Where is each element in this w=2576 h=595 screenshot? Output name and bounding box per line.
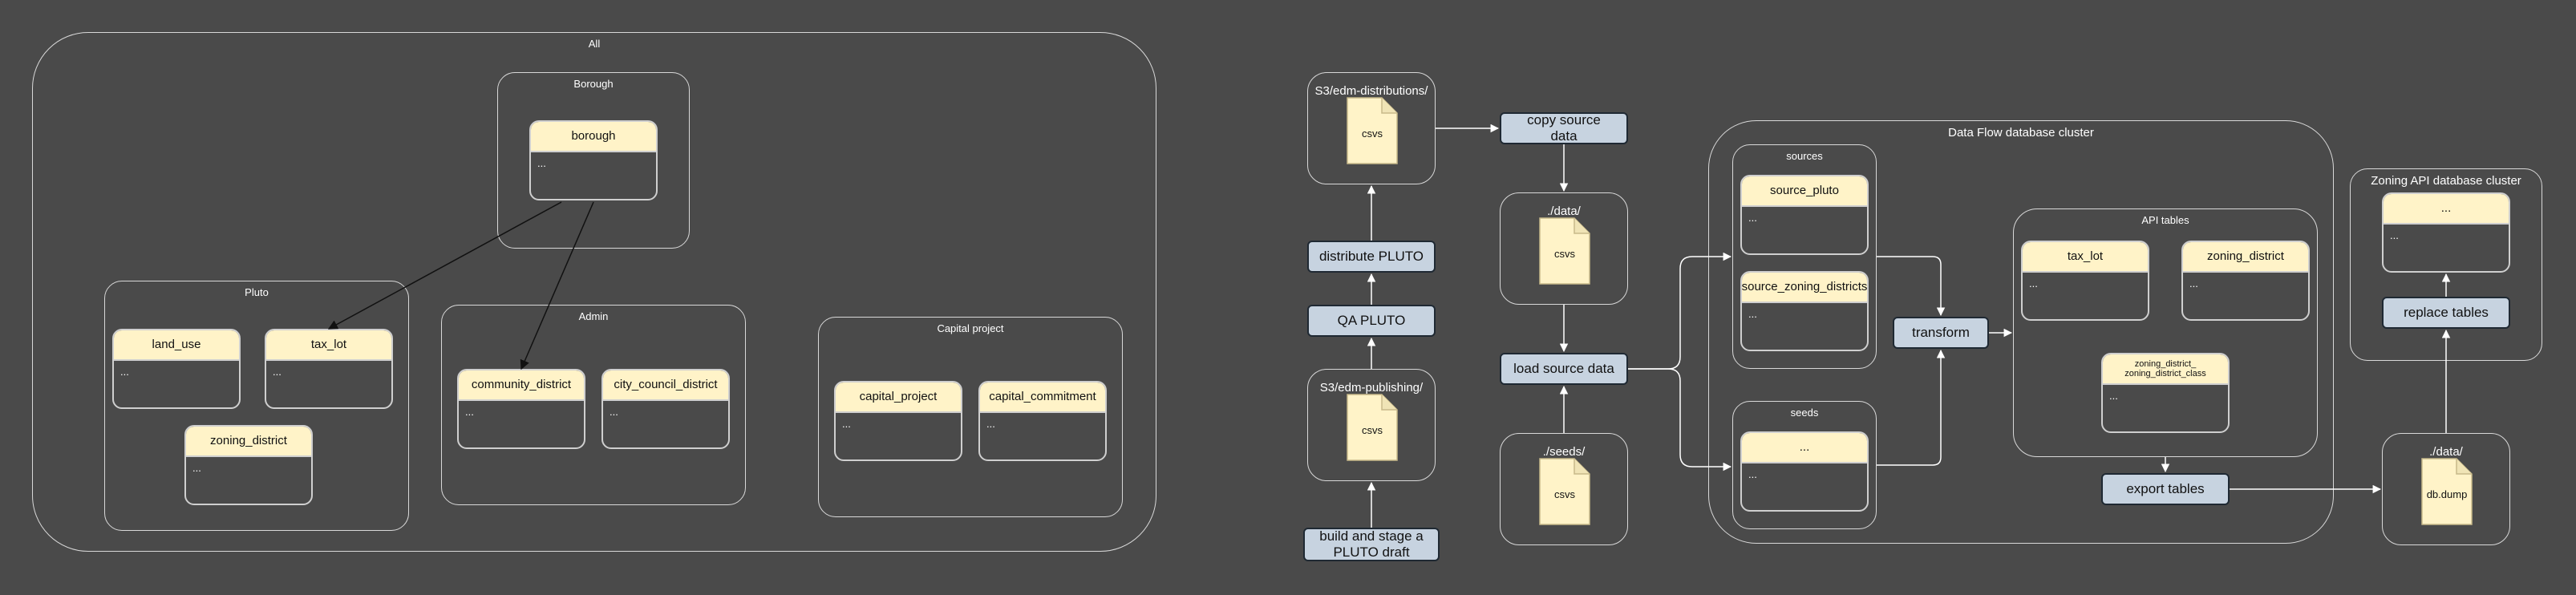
storage-s3-publishing: S3/edm-publishing/ csvs	[1307, 369, 1436, 481]
group-capital-project: Capital project	[818, 317, 1123, 517]
table-header: source_pluto	[1742, 176, 1867, 207]
table-zoning-api: ... ...	[2382, 192, 2510, 273]
table-capital-commitment: capital_commitment ...	[978, 381, 1107, 461]
table-header: tax_lot	[2023, 242, 2148, 273]
storage-label: ./data/	[1547, 204, 1581, 218]
table-borough: borough ...	[529, 120, 658, 200]
file-icon: csvs	[1539, 458, 1590, 525]
table-body: ...	[273, 366, 281, 378]
table-community-district: community_district ...	[457, 369, 585, 449]
process-replace-tables: replace tables	[2382, 297, 2510, 329]
zapi-cluster-label: Zoning API database cluster	[2371, 174, 2521, 188]
table-body: ...	[610, 406, 618, 418]
cluster-label: Data Flow database cluster	[1948, 126, 2094, 140]
table-api-zoning-district-class: zoning_district_ zoning_district_class .…	[2101, 353, 2230, 433]
table-city-council-district: city_council_district ...	[601, 369, 730, 449]
table-header: ...	[1742, 433, 1867, 463]
table-body: ...	[1748, 212, 1757, 224]
file-icon: csvs	[1347, 394, 1398, 461]
table-header: capital_project	[836, 382, 961, 413]
table-header: borough	[531, 122, 656, 152]
table-body: ...	[120, 366, 129, 378]
process-build-stage: build and stage a PLUTO draft	[1303, 528, 1440, 561]
storage-data-dir: ./data/ csvs	[1500, 192, 1628, 305]
table-body: ...	[842, 418, 851, 430]
file-icon: csvs	[1347, 97, 1398, 164]
process-export-tables: export tables	[2101, 473, 2230, 505]
table-header: zoning_district	[2183, 242, 2308, 273]
table-body: ...	[2029, 277, 2038, 289]
file-icon: db.dump	[2421, 458, 2473, 525]
process-qa-pluto: QA PLUTO	[1307, 305, 1436, 337]
group-all: All	[32, 32, 1156, 552]
table-header: community_district	[459, 370, 584, 401]
group-admin-label: Admin	[578, 310, 609, 322]
group-api-tables: API tables	[2013, 208, 2318, 457]
storage-seeds-dir: ./seeds/ csvs	[1500, 433, 1628, 545]
table-api-tax-lot: tax_lot ...	[2021, 241, 2149, 321]
process-copy-source-data: copy source data	[1500, 112, 1628, 144]
table-tax-lot: tax_lot ...	[265, 329, 393, 409]
file-label: csvs	[1362, 128, 1383, 140]
table-header: zoning_district_ zoning_district_class	[2103, 354, 2228, 385]
process-distribute-pluto: distribute PLUTO	[1307, 241, 1436, 273]
group-seeds: seeds	[1732, 401, 1877, 529]
table-capital-project: capital_project ...	[834, 381, 962, 461]
group-all-label: All	[588, 38, 601, 50]
group-api-label: API tables	[2141, 214, 2189, 226]
table-header: ...	[2384, 194, 2509, 225]
table-source-zoning-districts: source_zoning_districts ...	[1740, 271, 1869, 351]
table-body: ...	[192, 462, 201, 474]
table-body: ...	[465, 406, 474, 418]
table-body: ...	[2390, 229, 2399, 241]
file-label: csvs	[1554, 248, 1575, 260]
table-header: capital_commitment	[980, 382, 1105, 413]
file-label: csvs	[1554, 488, 1575, 500]
table-land-use: land_use ...	[112, 329, 241, 409]
storage-label: S3/edm-distributions/	[1314, 84, 1428, 98]
process-transform: transform	[1893, 317, 1989, 349]
table-api-zoning-district: zoning_district ...	[2181, 241, 2310, 321]
group-pluto-label: Pluto	[245, 286, 269, 298]
table-body: ...	[2109, 390, 2118, 402]
table-body: ...	[2189, 277, 2198, 289]
table-header: land_use	[114, 330, 239, 361]
table-body: ...	[537, 157, 546, 169]
table-header: city_council_district	[603, 370, 728, 401]
file-label: db.dump	[2426, 488, 2468, 500]
group-sources-label: sources	[1786, 150, 1823, 162]
storage-dump-dir: ./data/ db.dump	[2382, 433, 2510, 545]
storage-label: ./data/	[2429, 445, 2463, 459]
table-header: zoning_district	[186, 427, 311, 457]
table-header: source_zoning_districts	[1742, 273, 1867, 303]
table-body: ...	[986, 418, 995, 430]
storage-s3-distributions: S3/edm-distributions/ csvs	[1307, 72, 1436, 184]
table-seeds: ... ...	[1740, 431, 1869, 512]
table-header: tax_lot	[266, 330, 391, 361]
group-borough-label: Borough	[573, 78, 614, 90]
process-load-source-data: load source data	[1500, 353, 1628, 385]
storage-label: S3/edm-publishing/	[1319, 381, 1424, 395]
file-label: csvs	[1362, 424, 1383, 436]
group-sources: sources	[1732, 144, 1877, 369]
table-zoning-district: zoning_district ...	[184, 425, 313, 505]
file-icon: csvs	[1539, 217, 1590, 285]
table-body: ...	[1748, 308, 1757, 320]
table-source-pluto: source_pluto ...	[1740, 175, 1869, 255]
group-pluto: Pluto	[104, 281, 409, 531]
group-capital-label: Capital project	[937, 322, 1004, 334]
table-body: ...	[1748, 468, 1757, 480]
group-seeds-label: seeds	[1790, 407, 1819, 419]
storage-label: ./seeds/	[1542, 445, 1586, 459]
